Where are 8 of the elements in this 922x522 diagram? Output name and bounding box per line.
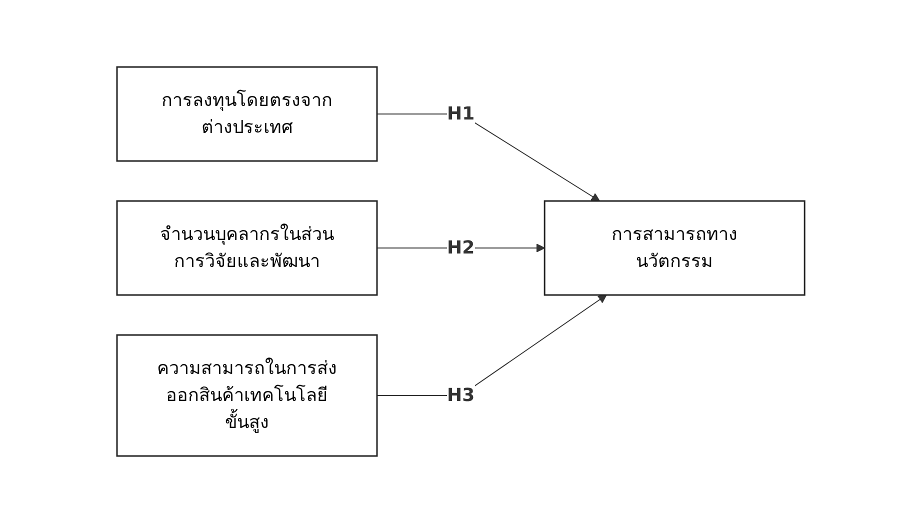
node-box: จำนวนบุคลากรในส่วนการวิจัยและพัฒนา — [116, 200, 378, 296]
arrow — [376, 294, 608, 396]
edge-label: H1 — [447, 103, 475, 124]
edge-label: H2 — [447, 237, 475, 258]
node-box: ความสามารถในการส่งออกสินค้าเทคโนโลยีขั้นสูง — [116, 334, 378, 456]
node-box: การลงทุนโดยตรงจากต่างประเทศ — [116, 66, 378, 162]
node-box: การสามารถทางนวัตกรรม — [544, 200, 806, 296]
edge-label: H3 — [447, 384, 475, 406]
